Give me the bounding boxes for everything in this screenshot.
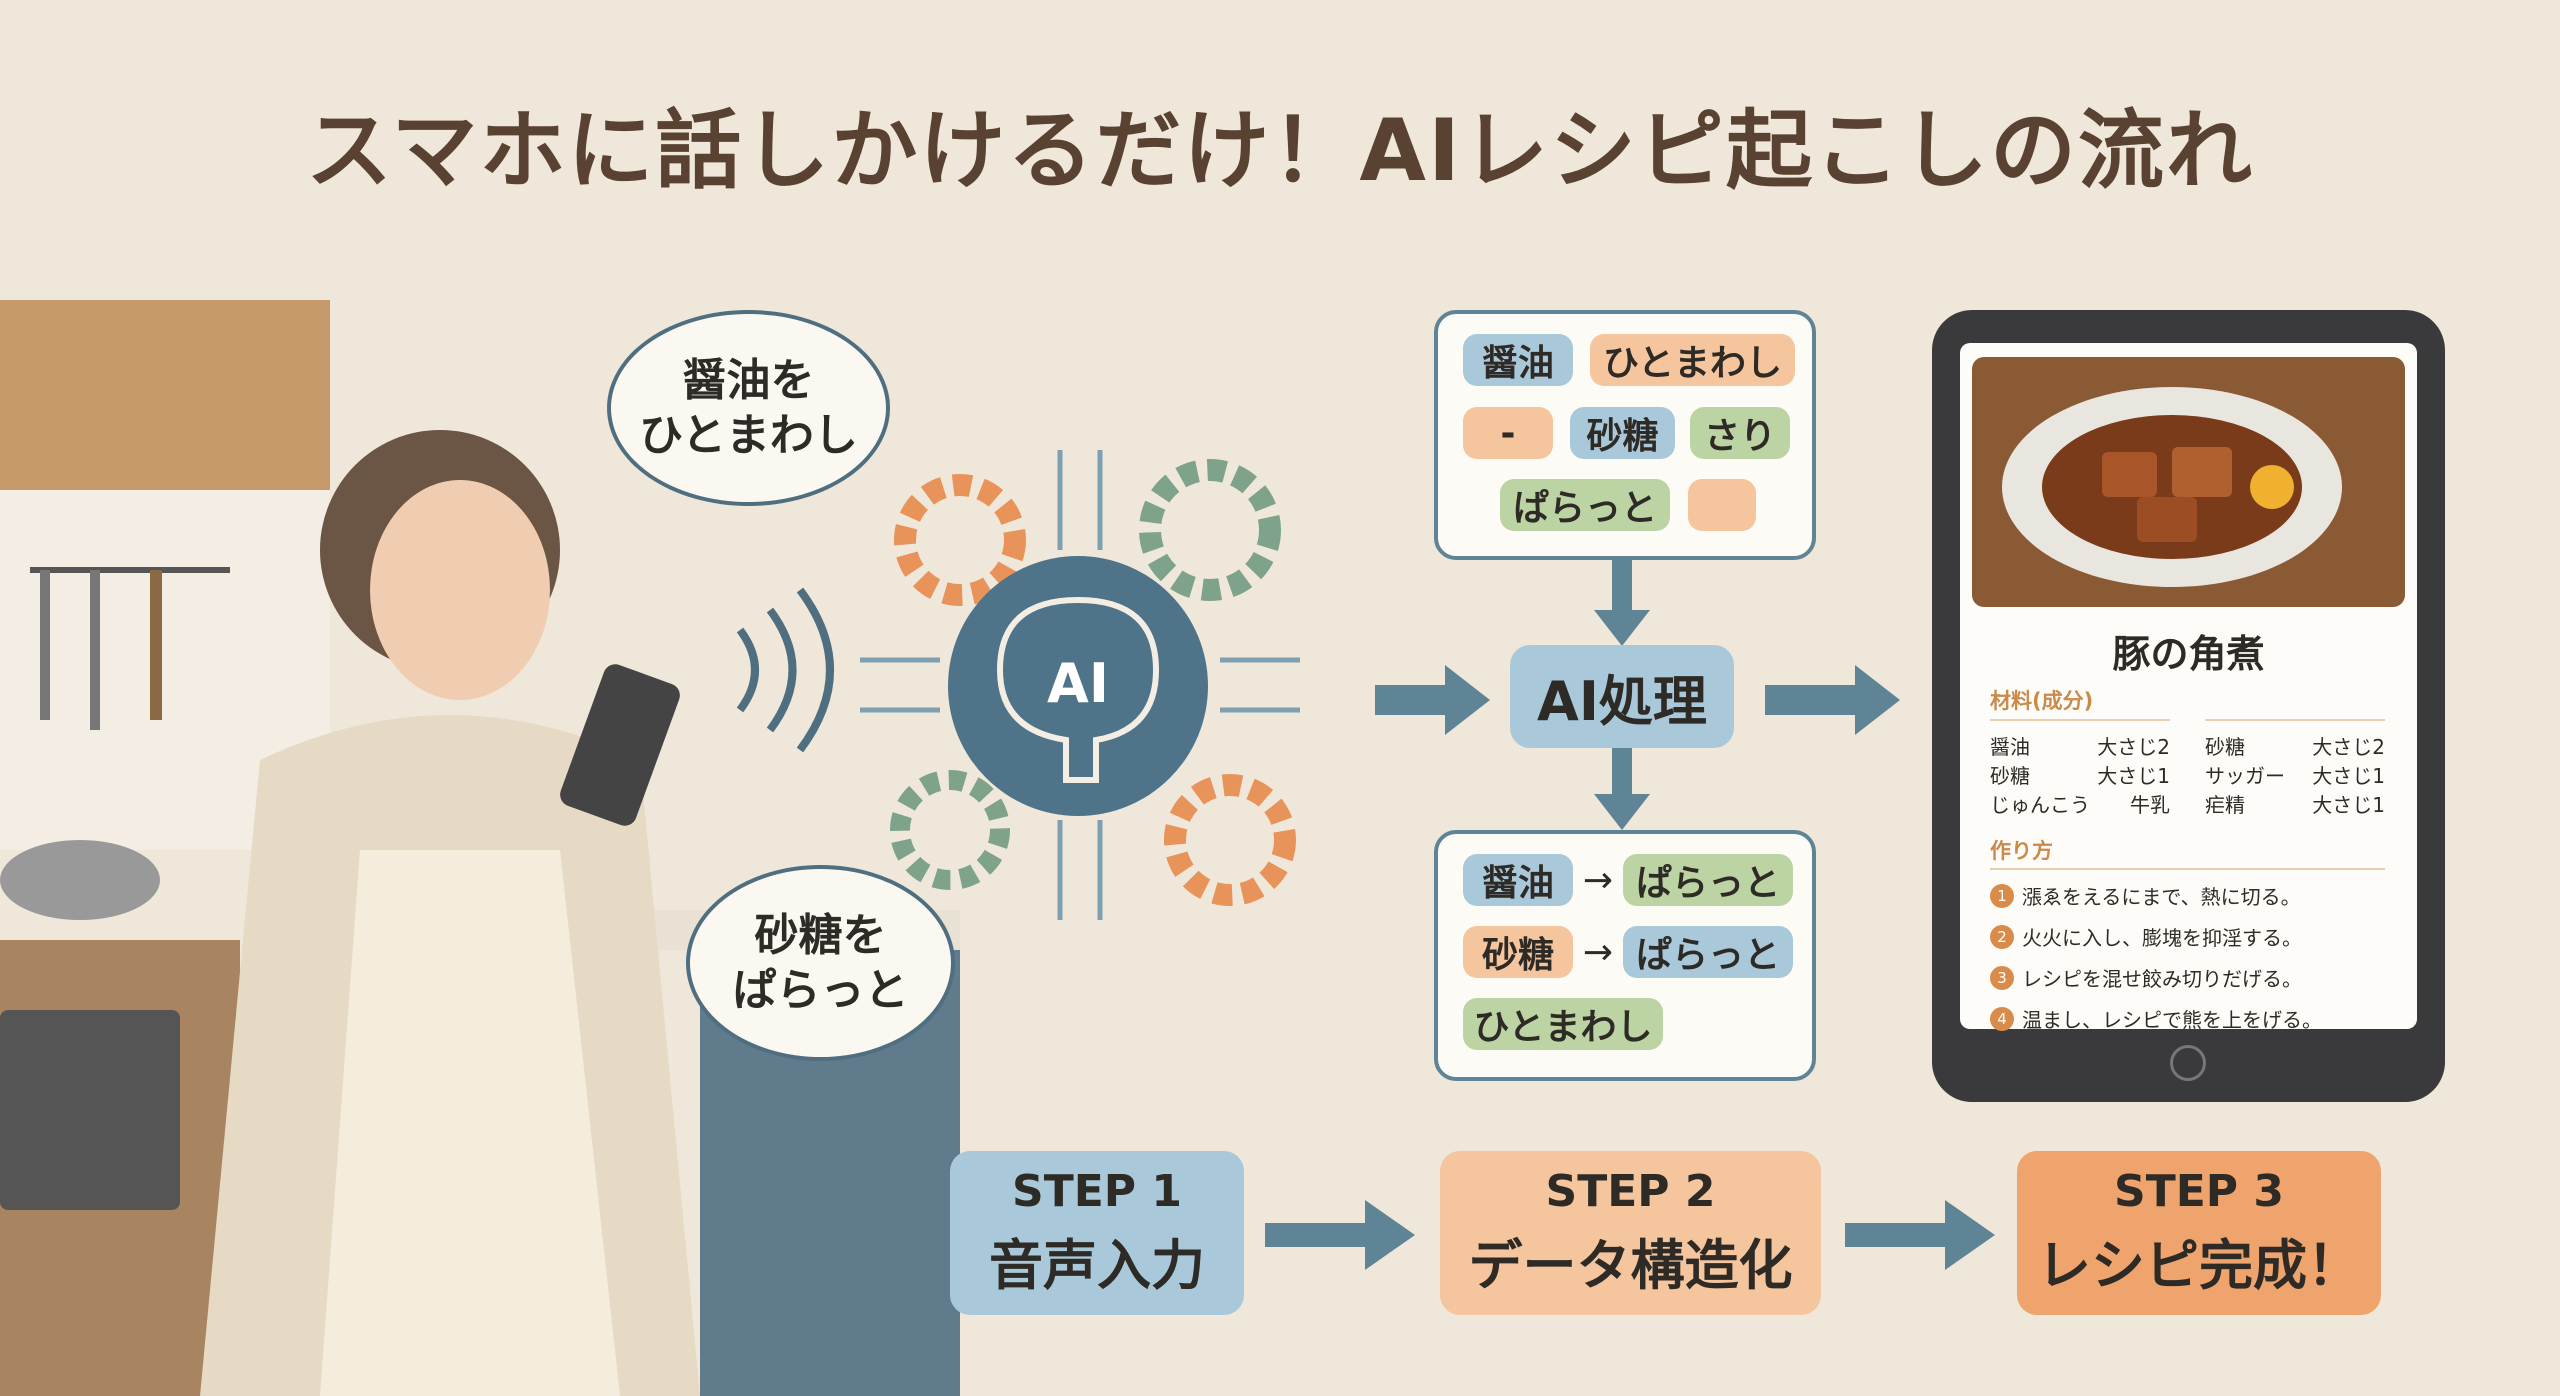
ingredient-row: 砂糖大さじ1 <box>1990 764 2170 788</box>
tablet: 豚の角煮 材料(成分) 醤油大さじ2 砂糖大さじ1 じゅんこう牛乳 砂糖大さじ2… <box>1932 310 2445 1102</box>
food-image <box>1972 357 2405 607</box>
page-title: スマホに話しかけるだけ！AIレシピ起こしの流れ <box>306 101 2254 201</box>
arrow-right-icon <box>1375 665 1490 735</box>
bubble-text: 醤油を <box>682 355 815 406</box>
brain-icon <box>996 596 1160 783</box>
chip: ぱらっと <box>1500 479 1670 531</box>
step-label: STEP 2 <box>1545 1166 1716 1217</box>
home-button <box>2170 1045 2206 1081</box>
ingredient-row: じゅんこう牛乳 <box>1990 793 2170 817</box>
ingredients-left: 醤油大さじ2 砂糖大さじ1 じゅんこう牛乳 <box>1990 731 2170 818</box>
gear-icon <box>894 474 1026 606</box>
gear-icon <box>1164 774 1296 906</box>
ingredient-row: サッガー大さじ1 <box>2205 764 2385 788</box>
chip <box>1688 479 1756 531</box>
arrow-text: → <box>1582 931 1614 973</box>
ingredients-right: 砂糖大さじ2 サッガー大さじ1 疟精大さじ1 <box>2205 731 2385 818</box>
speech-bubble-2: 砂糖を ぱらっと <box>686 865 955 1061</box>
recipe-screen: 豚の角煮 材料(成分) 醤油大さじ2 砂糖大さじ1 じゅんこう牛乳 砂糖大さじ2… <box>1960 343 2417 1032</box>
structured-output-box: 醤油 → ぱらっと 砂糖 → ぱらっと ひとまわし <box>1434 830 1816 1081</box>
arrow-right-icon <box>1845 1200 1995 1270</box>
step-3-box: STEP 3 レシピ完成！ <box>2017 1151 2381 1315</box>
step-name: 音声入力 <box>989 1234 1205 1297</box>
step-2-box: STEP 2 データ構造化 <box>1440 1151 1821 1315</box>
bubble-text: ひとまわし <box>639 410 858 461</box>
chip: ひとまわし <box>1463 998 1663 1050</box>
chip: 醤油 <box>1463 854 1573 906</box>
recipe-title: 豚の角煮 <box>2112 632 2265 676</box>
ingredient-row: 醤油大さじ2 <box>1990 735 2170 759</box>
ingredients-heading: 材料(成分) <box>1990 689 2094 713</box>
sound-wave-icon <box>736 587 834 753</box>
gear-icon <box>890 770 1010 890</box>
steps-heading: 作り方 <box>1990 839 2053 863</box>
gear-icon <box>1139 459 1281 601</box>
arrow-down-icon <box>1594 748 1650 830</box>
chip: さり <box>1690 407 1790 459</box>
ai-brain-graphic: AI <box>860 450 1300 920</box>
chip: 砂糖 <box>1463 926 1573 978</box>
arrow-text: → <box>1582 859 1614 901</box>
ingredient-row: 疟精大さじ1 <box>2205 793 2385 817</box>
arrow-right-icon <box>1765 665 1900 735</box>
step-label: STEP 1 <box>1012 1166 1182 1217</box>
bubble-text: ぱらっと <box>732 965 909 1016</box>
woman-kitchen-illustration <box>0 300 960 1396</box>
ai-label: AI <box>1047 652 1109 715</box>
chip: 砂糖 <box>1570 407 1675 459</box>
step-name: レシピ完成！ <box>2037 1234 2361 1297</box>
arrow-right-icon <box>1265 1200 1415 1270</box>
ai-process-box: AI処理 <box>1510 645 1734 748</box>
chip: 醤油 <box>1463 334 1573 386</box>
step-1-box: STEP 1 音声入力 <box>950 1151 1244 1315</box>
step-name: データ構造化 <box>1468 1234 1793 1297</box>
bubble-text: 砂糖を <box>754 910 887 961</box>
ingredient-row: 砂糖大さじ2 <box>2205 735 2385 759</box>
step-label: STEP 3 <box>2114 1166 2284 1217</box>
raw-input-box: 醤油 ひとまわし - 砂糖 さり ぱらっと <box>1434 310 1816 560</box>
chip: ぱらっと <box>1623 926 1793 978</box>
chip: - <box>1463 407 1553 459</box>
arrow-down-icon <box>1594 560 1650 646</box>
chip: ぱらっと <box>1623 854 1793 906</box>
chip: ひとまわし <box>1590 334 1795 386</box>
speech-bubble-1: 醤油を ひとまわし <box>607 310 890 506</box>
